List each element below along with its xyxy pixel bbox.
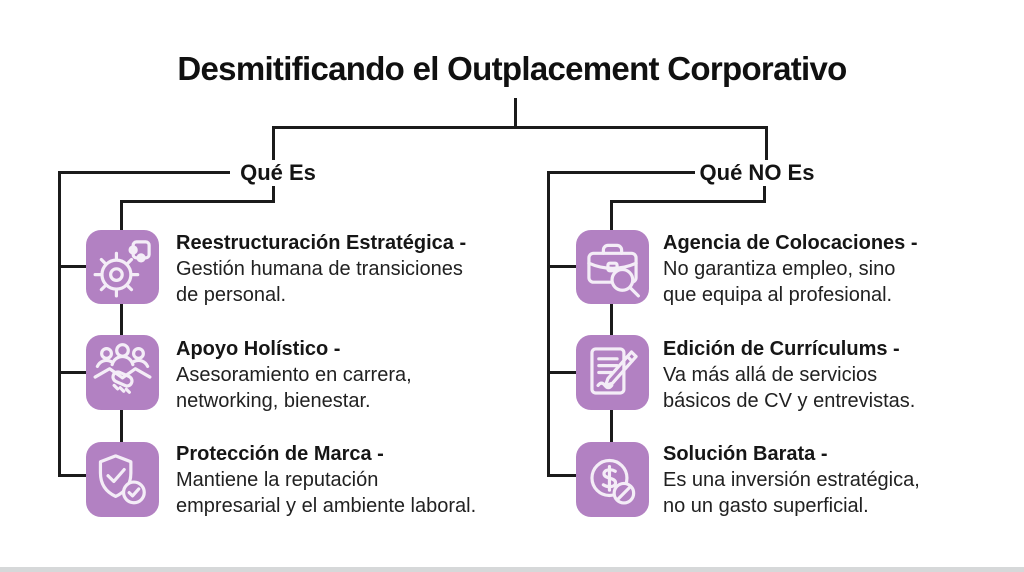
team-handshake-icon: [86, 335, 159, 410]
briefcase-search-icon: [576, 230, 649, 304]
connector-line: [58, 265, 88, 268]
item-body-line: networking, bienestar.: [176, 390, 371, 412]
shield-check-icon: [86, 442, 159, 517]
item-body-line: Asesoramiento en carrera,: [176, 364, 412, 386]
item-body-line: Mantiene la reputación: [176, 469, 379, 491]
item-text: Protección de Marca - Mantiene la reputa…: [176, 441, 536, 519]
connector-line: [514, 98, 517, 128]
item-body-line: Gestión humana de transiciones: [176, 258, 463, 280]
connector-line: [547, 171, 695, 174]
gear-puzzle-icon: [86, 230, 159, 304]
item-text: Reestructuración Estratégica - Gestión h…: [176, 230, 536, 308]
item-text: Solución Barata - Es una inversión estra…: [663, 441, 1013, 519]
item-heading: Apoyo Holístico -: [176, 338, 341, 360]
item-body-line: empresarial y el ambiente laboral.: [176, 495, 477, 517]
item-body-line: Es una inversión estratégica,: [663, 469, 920, 491]
connector-line: [272, 186, 275, 203]
connector-line: [58, 171, 61, 477]
item-body-line: No garantiza empleo, sino: [663, 258, 896, 280]
connector-line: [58, 371, 88, 374]
item-heading: Protección de Marca -: [176, 443, 384, 465]
connector-line: [272, 126, 275, 160]
branch-label-que-es: Qué Es: [240, 160, 316, 185]
item-text: Edición de Currículums - Va más allá de …: [663, 336, 1013, 414]
item-text: Agencia de Colocaciones - No garantiza e…: [663, 230, 1013, 308]
item-heading: Reestructuración Estratégica -: [176, 232, 467, 254]
connector-line: [547, 474, 577, 477]
money-crossed-icon: [576, 442, 649, 517]
connector-line: [765, 126, 768, 160]
connector-line: [610, 304, 613, 335]
connector-line: [120, 200, 123, 230]
item-heading: Edición de Currículums -: [663, 338, 900, 360]
item-heading: Agencia de Colocaciones -: [663, 232, 918, 254]
item-body-line: que equipa al profesional.: [663, 284, 893, 306]
connector-line: [610, 200, 766, 203]
item-text: Apoyo Holístico - Asesoramiento en carre…: [176, 336, 536, 414]
item-body-line: de personal.: [176, 284, 287, 306]
page-title: Desmitificando el Outplacement Corporati…: [177, 50, 847, 87]
connector-line: [610, 410, 613, 442]
branch-label-que-no-es: Qué NO Es: [699, 160, 815, 185]
connector-line: [58, 171, 230, 174]
item-body-line: básicos de CV y entrevistas.: [663, 390, 916, 412]
bottom-bar: [0, 567, 1024, 572]
connector-line: [763, 186, 766, 203]
connector-line: [272, 126, 768, 129]
item-heading: Solución Barata -: [663, 443, 828, 465]
connector-line: [547, 265, 577, 268]
item-body-line: no un gasto superficial.: [663, 495, 869, 517]
connector-line: [547, 371, 577, 374]
connector-line: [120, 410, 123, 442]
connector-line: [120, 200, 275, 203]
connector-line: [58, 474, 88, 477]
connector-line: [610, 200, 613, 230]
connector-line: [547, 171, 550, 477]
connector-line: [120, 304, 123, 335]
item-body-line: Va más allá de servicios: [663, 364, 878, 386]
resume-edit-icon: [576, 335, 649, 410]
